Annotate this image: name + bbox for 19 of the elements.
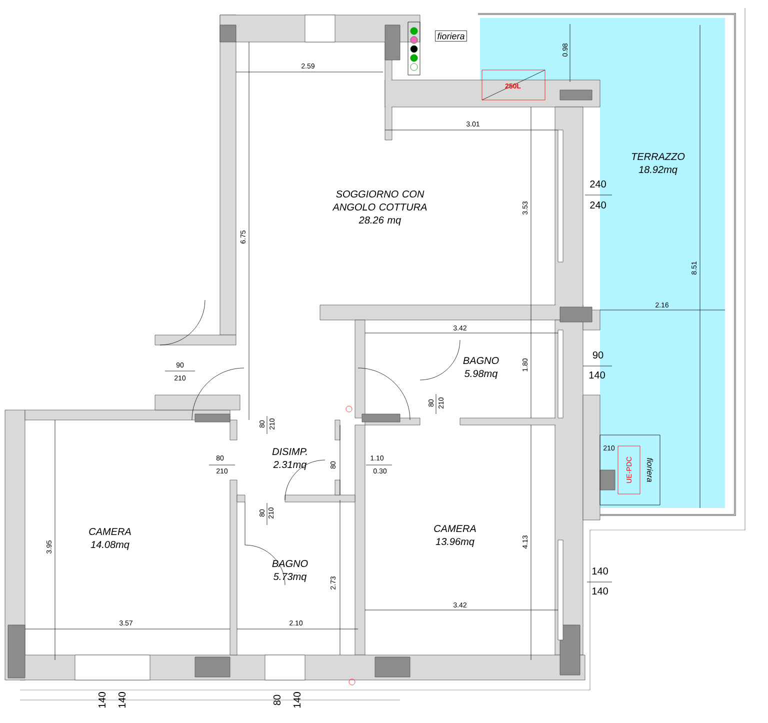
dimension-label: 90 (592, 351, 604, 359)
room-label: CAMERA 13.96mq (434, 524, 476, 548)
planter-label: fioriera (435, 30, 467, 42)
planter-label: fioriera (647, 458, 653, 482)
room-label: BAGNO 5.98mq (463, 356, 499, 380)
dimension-label: 140 (592, 567, 608, 575)
dimension-label: 140 (293, 692, 301, 708)
dimension-label: 140 (98, 692, 106, 708)
dimension-label: 140 (592, 587, 608, 595)
room-label: SOGGIORNO CON ANGOLO COTTURA 28.26 mq (332, 190, 427, 226)
dimension-label: 240 (590, 180, 606, 188)
room-label: DISIMP. 2.31mq (272, 448, 307, 470)
room-label: TERRAZZO 18.92mq (632, 152, 685, 176)
room-label: CAMERA 14.08mq (89, 528, 131, 550)
dimension-label: 240 (590, 201, 606, 209)
dimension-label: 140 (589, 371, 605, 379)
room-label: BAGNO 5.73mq (272, 560, 308, 582)
dimension-label: 80 (273, 694, 281, 706)
dimension-label: 140 (118, 692, 126, 708)
